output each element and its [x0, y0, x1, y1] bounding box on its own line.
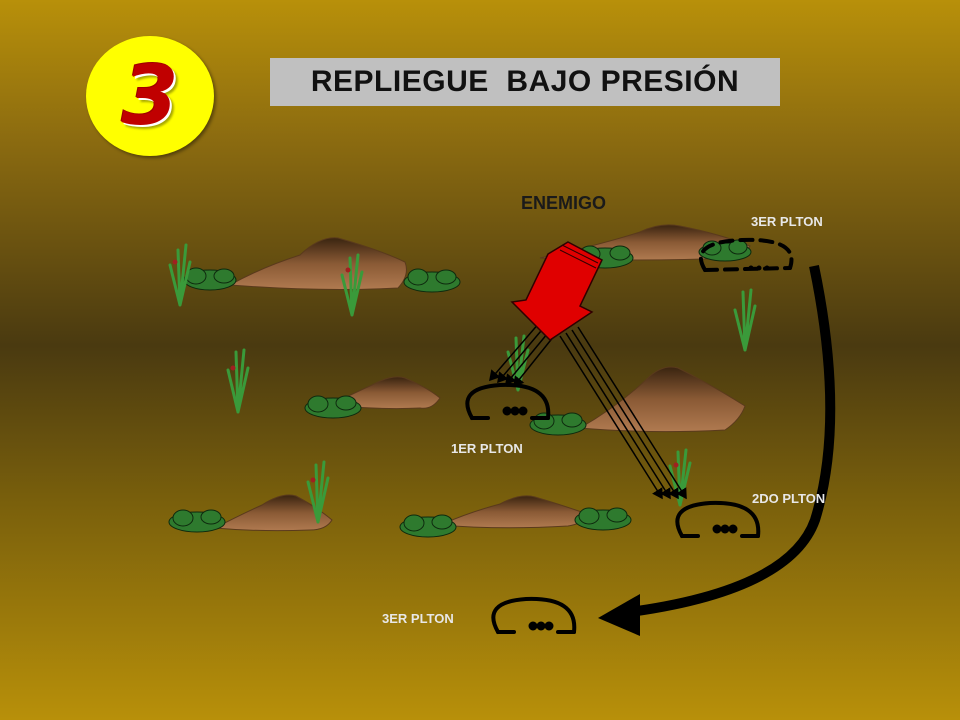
bush [304, 395, 362, 419]
bush [698, 239, 752, 262]
bush [168, 509, 226, 533]
enemy-attack-arrow-icon [510, 241, 603, 341]
slide-number-badge: 3 [86, 36, 214, 156]
hill-6 [439, 495, 591, 529]
plant [306, 460, 330, 524]
platoon-1-symbol [465, 382, 551, 420]
hill-3 [328, 376, 441, 410]
plants [168, 243, 757, 524]
withdrawal-arrow-icon [598, 264, 836, 636]
bushes [168, 239, 752, 538]
platoon-2-label: 2DO PLTON [752, 491, 826, 506]
fire-line [497, 324, 547, 384]
platoon-3-end-symbol [491, 596, 577, 634]
fire-line [565, 332, 671, 500]
plant [168, 243, 192, 307]
enemy-label: ENEMIGO [521, 193, 607, 213]
plant [733, 288, 757, 352]
plant [668, 448, 692, 507]
title-box: REPLIEGUE BAJO PRESIÓN [270, 58, 780, 106]
bush [403, 268, 461, 293]
plant [340, 253, 364, 317]
fire-line [505, 327, 553, 386]
platoon-1-label: 1ER PLTON [451, 441, 523, 456]
platoon-3-start-symbol [698, 237, 794, 272]
bush [399, 514, 457, 538]
fire-line [577, 326, 687, 500]
bush [183, 267, 237, 291]
platoon-3-start-label: 3ER PLTON [751, 214, 823, 229]
fire-lines [489, 321, 687, 500]
fire-line [571, 329, 679, 500]
hill-1 [228, 237, 407, 290]
fire-line [559, 335, 663, 500]
plant [506, 334, 530, 392]
hill-4 [578, 366, 746, 433]
bush [574, 507, 632, 531]
plant [226, 348, 250, 414]
page-title: REPLIEGUE BAJO PRESIÓN [310, 65, 740, 98]
slide-number: 3 [121, 48, 179, 144]
platoon-2-symbol [675, 500, 761, 538]
fire-line [489, 321, 541, 382]
platoon-3-start-dots [748, 265, 770, 271]
platoon-3-end-label: 3ER PLTON [382, 611, 454, 626]
